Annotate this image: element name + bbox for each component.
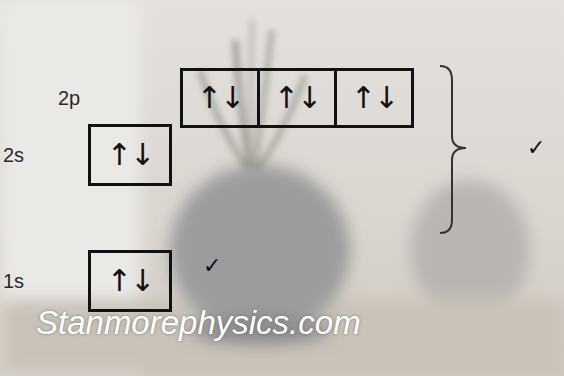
check-mark: ✓ [527,137,545,159]
electron-pair: ↑↓ [197,83,243,113]
orbital-box: ↑↓ [180,68,260,128]
electron-pair: ↑↓ [107,266,153,296]
electron-pair: ↑↓ [351,83,397,113]
subshell-label: 2p [58,88,80,108]
orbital-box: ↑↓ [334,68,414,128]
electron-pair: ↑↓ [107,140,153,170]
orbital-box: ↑↓ [88,124,172,186]
orbital-box: ↑↓ [88,250,172,312]
check-mark: ✓ [203,255,221,277]
table-surface [0,300,564,376]
subshell-label: 1s [3,271,24,291]
curly-brace [440,66,466,233]
orbital-box: ↑↓ [257,68,337,128]
watermark: Stanmorephysics.com [36,306,361,339]
electron-pair: ↑↓ [274,83,320,113]
background-pot [410,180,530,320]
subshell-label: 2s [3,145,24,165]
